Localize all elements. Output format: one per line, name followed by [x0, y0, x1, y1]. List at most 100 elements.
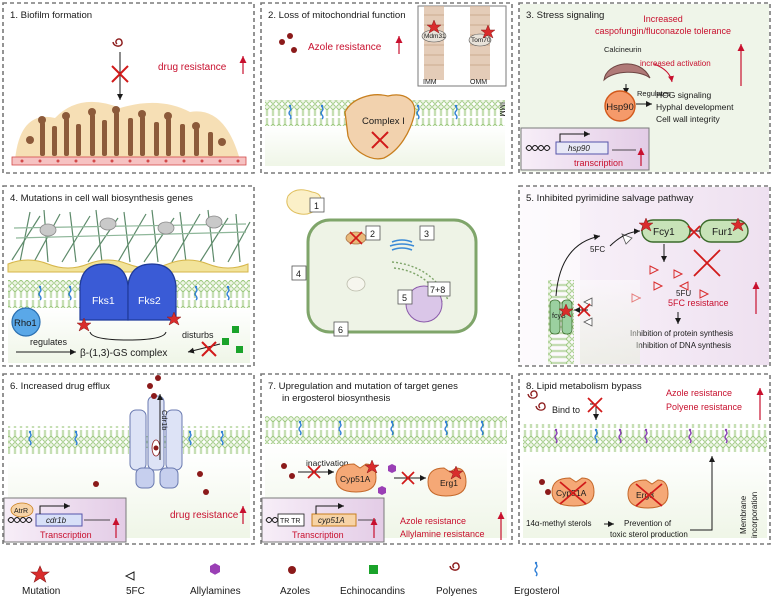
legend-label-azoles: Azoles	[280, 586, 310, 597]
omm-label: OMM	[470, 79, 487, 86]
polyene-drug-icon	[112, 38, 123, 47]
imm-label: IMM	[423, 79, 437, 86]
hsp90-transcription-inset: hsp90 transcription	[520, 127, 650, 171]
fks2-subunit	[127, 263, 177, 321]
legend-label-echinocandins: Echinocandins	[340, 586, 405, 597]
block-cross-icon	[371, 131, 389, 149]
mutation-star-icon	[558, 303, 574, 318]
cdr1b-transporter: Cdr1b	[129, 395, 183, 489]
fcyb-label: fcyB	[552, 313, 566, 320]
azole-molecules	[279, 33, 297, 53]
panel-7-result-2: Allylamine resistance	[400, 529, 485, 539]
panel-biofilm: 1. Biofilm formation drug resistance	[10, 10, 247, 166]
mutation-star-icon	[166, 311, 182, 326]
hsp90-circle	[604, 90, 636, 122]
hsp90-label: Hsp90	[606, 102, 633, 113]
panel-6-title: 6. Increased drug efflux	[10, 381, 110, 392]
transcription-label: transcription	[574, 158, 623, 168]
panel-8-result-2: Polyene resistance	[666, 402, 742, 412]
cell-outline	[306, 218, 478, 334]
panel-pyrimidine: 5. Inhibited pyrimidine salvage pathway …	[520, 187, 769, 365]
tom70-label: Tom70	[471, 37, 491, 44]
inhibit-dna-label: Inhibition of DNA synthesis	[636, 341, 731, 350]
panel-7-border	[260, 373, 513, 545]
cdr1b-gene-label: cdr1b	[46, 516, 67, 525]
panel-4-border	[2, 185, 255, 367]
panel-3-result-line1: Increased	[643, 14, 683, 24]
azole-molecules	[539, 479, 551, 495]
panel-7-title-line1: 7. Upregulation and mutation of target g…	[268, 381, 458, 392]
legend-label-5fc: 5FC	[126, 586, 145, 597]
panel-5-result: 5FC resistance	[668, 298, 729, 308]
block-cross-icon	[111, 65, 129, 83]
output-cell-wall-integrity: Cell wall integrity	[656, 114, 721, 124]
panel-2-result: Azole resistance	[308, 42, 382, 53]
cdr1b-transcription-inset: AtrR cdr1b Transcription	[3, 497, 127, 543]
legend-label-allylamines: Allylamines	[190, 586, 241, 597]
dot-icon	[288, 566, 296, 574]
center-label-1: 1	[314, 201, 319, 211]
cyp51a-transcription-inset: TR TR cyp51A Transcription	[261, 497, 385, 543]
mutation-star-icon	[448, 465, 464, 480]
panel-3-result-line2: caspofungin/fluconazole tolerance	[595, 26, 731, 36]
panel-3-border	[518, 2, 771, 174]
panel-lipid-bypass: 8. Lipid metabolism bypass Azole resista…	[523, 381, 767, 539]
disturbs-label: disturbs	[182, 330, 214, 340]
center-label-3: 3	[424, 229, 429, 239]
calcineurin-label: Calcineurin	[604, 45, 642, 54]
ergosterol-icon	[534, 561, 538, 577]
fcy1-label: Fcy1	[653, 227, 675, 238]
block-cross-icon	[201, 341, 217, 357]
fks2-label: Fks2	[138, 295, 161, 307]
panel-cell-wall: 4. Mutations in cell wall biosynthesis g…	[7, 193, 251, 363]
output-hog-signaling: HOG signaling	[656, 90, 712, 100]
cyp51a-label: Cyp51A	[556, 488, 587, 498]
membrane-incorporation-1: Membrane	[739, 495, 748, 534]
mutation-star-icon	[364, 459, 380, 474]
plasma-membrane	[265, 416, 507, 444]
panel-drug-efflux: 6. Increased drug efflux Cdr1b drug resi…	[3, 375, 250, 543]
inactivation-label: inactivation	[306, 458, 349, 468]
complex-i-label: Complex I	[362, 116, 405, 127]
panel-2-title: 2. Loss of mitochondrial function	[268, 10, 406, 21]
center-label-5: 5	[402, 293, 407, 303]
5fc-label: 5FC	[590, 245, 605, 254]
regulates-label: regulates	[30, 337, 68, 347]
center-label-4: 4	[296, 269, 301, 279]
prevention-label-2: toxic sterol production	[610, 530, 688, 539]
azole-molecules	[281, 463, 295, 479]
panel-target-genes: 7. Upregulation and mutation of target g…	[261, 381, 507, 543]
increased-activation-label: increased activation	[640, 59, 711, 68]
polyene-drug-icon	[535, 402, 546, 411]
fks1-subunit	[79, 263, 129, 321]
legend-label-mutation: Mutation	[22, 586, 60, 597]
allylamine-molecule	[388, 464, 396, 473]
mito-inset: Mdm31 Tom70 IMM OMM	[417, 5, 507, 87]
mutation-star-icon	[426, 19, 442, 34]
cyp51a-label: Cyp51A	[340, 474, 371, 484]
fur1-label: Fur1	[712, 227, 733, 238]
panel-1-result: drug resistance	[158, 62, 227, 73]
panel-7-title-line2: in ergosterol biosynthesis	[282, 393, 390, 404]
prevention-label-1: Prevention of	[624, 519, 672, 528]
calcineurin-shape	[603, 63, 651, 82]
panel-5-border	[518, 185, 771, 367]
spiral-icon	[449, 562, 460, 571]
panel-4-title: 4. Mutations in cell wall biosynthesis g…	[10, 193, 193, 204]
center-label-7-8: 7+8	[430, 285, 445, 295]
transcription-label: Transcription	[292, 530, 344, 540]
biofilm-hyphae	[26, 106, 226, 156]
mutation-star-icon	[638, 217, 654, 232]
panel-mitochondria: 2. Loss of mitochondrial function Azole …	[265, 5, 507, 166]
membrane-incorporation-2: incorporation	[750, 492, 759, 538]
chitin-layer	[7, 259, 249, 273]
imm-side-label: IMM	[498, 102, 507, 117]
panel-8-border	[518, 373, 771, 545]
cdr1b-protein-label: Cdr1b	[160, 410, 169, 430]
panel-3-title: 3. Stress signaling	[526, 10, 604, 21]
mutation-star-icon	[76, 317, 92, 332]
legend-label-polyenes: Polyenes	[436, 586, 477, 597]
panel-stress-signaling: 3. Stress signaling Increased caspofungi…	[520, 4, 769, 172]
allylamine-molecule	[378, 486, 386, 495]
